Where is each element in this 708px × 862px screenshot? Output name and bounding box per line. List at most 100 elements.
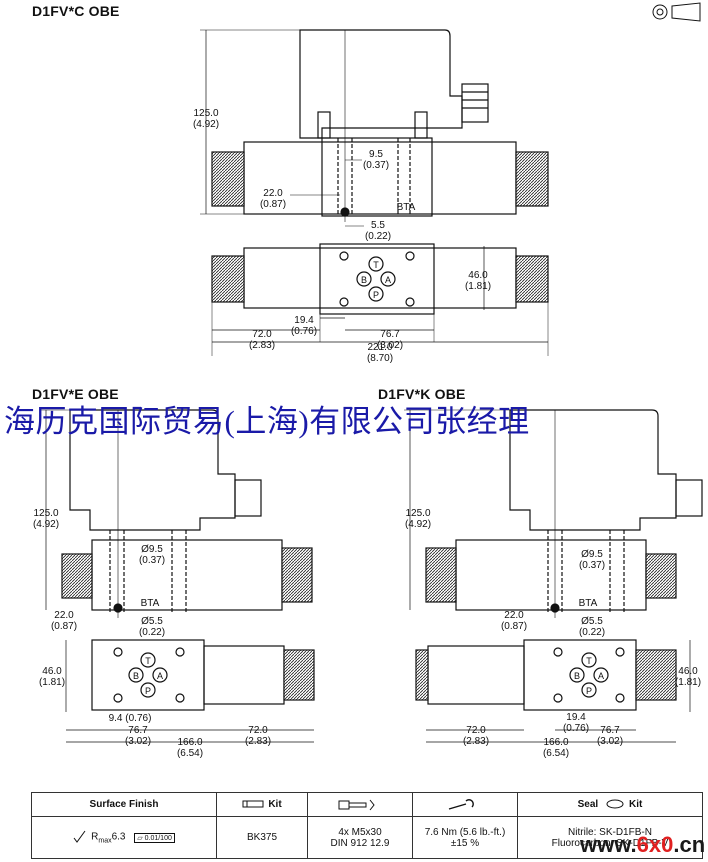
valve-body-center: [321, 137, 433, 217]
surface-finish-header: Surface Finish: [31, 792, 217, 817]
screw-header: [307, 792, 413, 817]
e-d1: Ø9.5: [141, 544, 163, 555]
drawing-e: [40, 409, 315, 743]
surface-r: R: [91, 831, 99, 843]
kit-header: Kit: [216, 792, 308, 817]
kit-value: BK375: [216, 816, 308, 859]
screws-line-2: DIN 912 12.9: [330, 837, 390, 849]
c-port: BTA: [397, 202, 416, 213]
k-port: BTA: [579, 598, 598, 609]
connector-plug: [461, 83, 489, 123]
e-height-in: (4.92): [33, 519, 59, 530]
c-d3-in: (0.22): [365, 231, 391, 242]
subplate-face: [319, 243, 435, 315]
seal-header: Seal Kit: [517, 792, 703, 817]
e-d2-in: (0.87): [51, 621, 77, 632]
drawing-c: [200, 29, 549, 356]
k-d1: Ø9.5: [581, 549, 603, 560]
k-w-mm: 46.0: [678, 666, 698, 677]
c-d3-mm: 5.5: [371, 220, 385, 231]
k-total-mm: 166.0: [543, 737, 568, 748]
c-height-mm: 125.0: [193, 108, 218, 119]
c-height-in: (4.92): [193, 119, 219, 130]
screws-line-1: 4x M5x30: [338, 826, 382, 838]
k-d3-in: (0.22): [579, 627, 605, 638]
k-w-in: (1.81): [675, 677, 701, 688]
e-d5-in: (2.83): [245, 736, 271, 747]
e-port-a: A: [157, 671, 163, 681]
seal-kit-label: Kit: [629, 799, 643, 810]
e-port: BTA: [141, 598, 160, 609]
k-total-in: (6.54): [543, 748, 569, 759]
projection-symbol-icon: [652, 2, 701, 22]
k-d6-in: (3.02): [597, 736, 623, 747]
e-height-mm: 125.0: [33, 508, 58, 519]
c-port-t: T: [373, 260, 379, 270]
k-port-b: B: [574, 671, 580, 681]
e-d2-mm: 22.0: [54, 610, 74, 621]
k-d2-mm: 22.0: [504, 610, 524, 621]
surface-val: 6.3: [111, 831, 126, 843]
coil-nut-left: [211, 151, 245, 207]
e-d4: 9.4 (0.76): [109, 713, 152, 724]
k-port-a: A: [598, 671, 604, 681]
screw-icon: [338, 799, 375, 810]
c-port-a: A: [385, 275, 391, 285]
e-port-b: B: [133, 671, 139, 681]
torque-value: 7.6 Nm (5.6 lb.-ft.)±15 %: [412, 816, 518, 859]
c-d4-mm: 19.4: [294, 315, 314, 326]
flatness-box: ▱ 0.01/100: [134, 832, 175, 843]
drawing-e-title: D1FV*E OBE: [32, 386, 119, 402]
c-d2-in: (0.87): [260, 199, 286, 210]
torque-line-2: ±15 %: [450, 837, 480, 849]
spec-table: Surface Finish Kit Seal Kit Rmax6.3 ▱ 0.…: [31, 792, 703, 859]
k-height-mm: 125.0: [405, 508, 430, 519]
drawing-c-title: D1FV*C OBE: [32, 3, 120, 19]
site-logo[interactable]: www.6x0.cn: [580, 832, 705, 858]
kit-icon: [242, 800, 264, 808]
kit-header-label: Kit: [268, 799, 282, 810]
c-w-mm: 46.0: [468, 270, 488, 281]
k-d5-mm: 72.0: [466, 725, 486, 736]
k-port-t: T: [586, 656, 592, 666]
k-height-in: (4.92): [405, 519, 431, 530]
k-d6-mm: 76.7: [600, 725, 620, 736]
c-total-in: (8.70): [367, 353, 393, 364]
o-ring-icon: [606, 799, 624, 809]
c-d5-mm: 72.0: [252, 329, 272, 340]
e-d5-mm: 72.0: [248, 725, 268, 736]
c-d1-in: (0.37): [363, 160, 389, 171]
coil-nut-right: [515, 151, 549, 207]
surface-check-icon: [73, 830, 86, 844]
flatness-value: 0.01/100: [144, 834, 172, 842]
c-total-mm: 221.0: [367, 342, 392, 353]
torque-header: [412, 792, 518, 817]
c-d6-mm: 76.7: [380, 329, 400, 340]
k-d1-in: (0.37): [579, 560, 605, 571]
surface-finish-value: Rmax6.3 ▱ 0.01/100: [31, 816, 217, 859]
e-total-mm: 166.0: [177, 737, 202, 748]
e-d6-mm: 76.7: [128, 725, 148, 736]
seal-line-2: Fluorocarbon: SK-D1FB-V: [551, 837, 669, 849]
logo-part-3: .cn: [673, 832, 706, 857]
logo-part-1: www.: [580, 832, 637, 857]
e-w-mm: 46.0: [42, 666, 62, 677]
k-d4-in: (0.76): [563, 723, 589, 734]
c-port-b: B: [361, 275, 367, 285]
c-d5-in: (2.83): [249, 340, 275, 351]
k-d3: Ø5.5: [581, 616, 603, 627]
c-d1-mm: 9.5: [369, 149, 383, 160]
torque-line-1: 7.6 Nm (5.6 lb.-ft.): [424, 826, 506, 838]
c-d6-in: (3.02): [377, 340, 403, 351]
logo-part-2: 6x0: [636, 832, 674, 857]
solenoid-housing: [299, 29, 463, 139]
surface-sub: max: [98, 837, 112, 845]
drawing-k: [404, 409, 703, 743]
k-port-p: P: [586, 686, 592, 696]
wrench-icon: [448, 798, 474, 810]
seal-header-label: Seal: [577, 799, 599, 810]
e-port-t: T: [145, 656, 151, 666]
k-d2-in: (0.87): [501, 621, 527, 632]
